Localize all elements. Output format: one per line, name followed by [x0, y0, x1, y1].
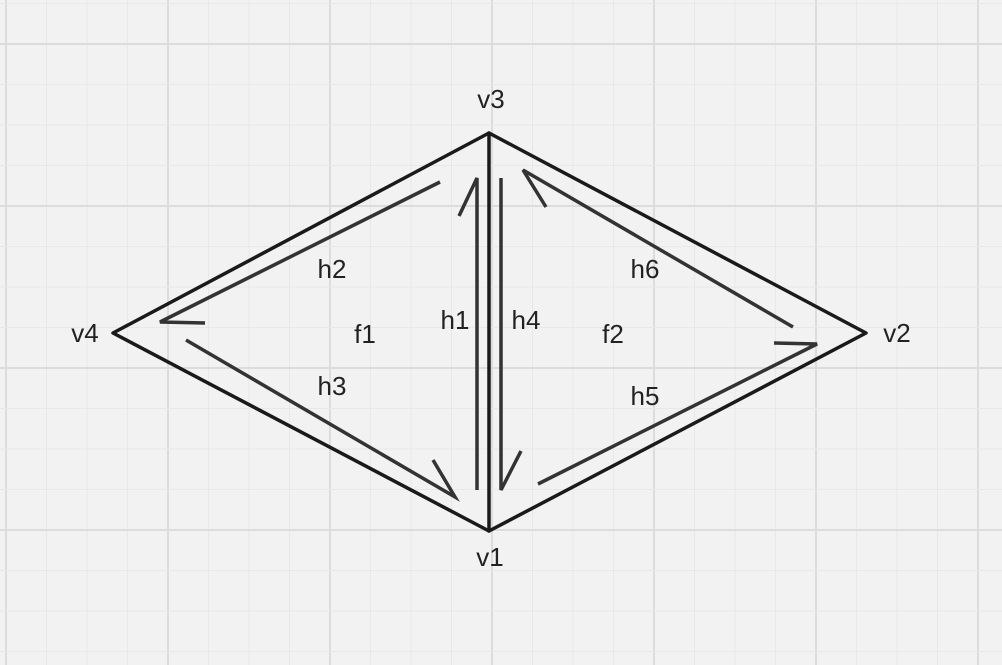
half-edge-label-h1: h1: [441, 305, 470, 335]
half-edge-h3-arrow: [185, 338, 460, 502]
half-edge-label-h2: h2: [318, 254, 347, 284]
half-edge-label-h5: h5: [631, 381, 660, 411]
half-edge-h6-arrow: [521, 168, 794, 329]
vertex-label-v3: v3: [477, 84, 504, 114]
vertex-label-v2: v2: [883, 318, 910, 348]
half-edge-h2-arrow: [159, 180, 441, 325]
face-label-f1: f1: [354, 319, 376, 349]
half-edge-h1-arrow: [457, 177, 479, 490]
edges: [111, 131, 868, 533]
half-edges: [159, 168, 818, 502]
half-edge-label-h4: h4: [512, 305, 541, 335]
half-edge-label-h3: h3: [318, 371, 347, 401]
half-edge-h5-arrow: [537, 341, 818, 486]
half-edge-h4-arrow: [499, 178, 523, 491]
vertex-label-v1: v1: [476, 542, 503, 572]
face-label-f2: f2: [602, 319, 624, 349]
half-edge-label-h6: h6: [631, 254, 660, 284]
vertex-label-v4: v4: [71, 318, 98, 348]
